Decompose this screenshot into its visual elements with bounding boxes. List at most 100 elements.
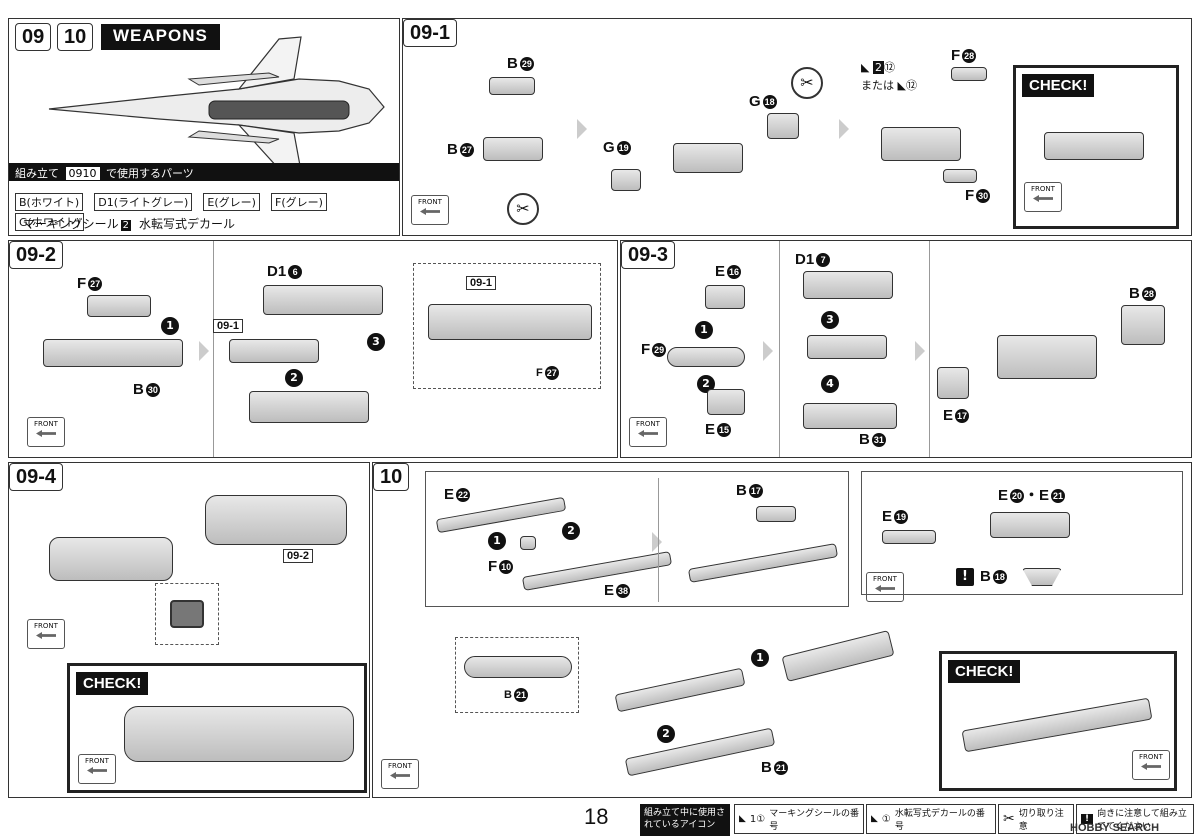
runner-e: E(グレー) [203, 193, 260, 211]
part-09-2-base [249, 391, 369, 423]
parts-caption: 組み立て 0910 で使用するパーツ [9, 163, 399, 181]
part-b29 [489, 77, 535, 95]
part-e19 [882, 530, 936, 544]
runner-list: B(ホワイト) D1(ライトグレー) E(グレー) F(グレー) G(ホワイト) [15, 191, 399, 231]
part-10-assembled [781, 630, 895, 682]
decal-icon-12: または ◣⑫ [861, 79, 917, 92]
check-box-09-4: CHECK! FRONT [67, 663, 367, 793]
part-09-4-rear [205, 495, 347, 545]
check-box-10: CHECK! FRONT [939, 651, 1177, 791]
arrow-next-5 [915, 341, 925, 361]
step-3-icon-09-3: 3 [821, 311, 839, 329]
front-indicator-check-09-1: FRONT [1024, 182, 1062, 212]
check-part-10 [961, 697, 1153, 753]
part-10-upper [614, 667, 746, 713]
part-09-4-front [49, 537, 173, 581]
runner-b: B(ホワイト) [15, 193, 84, 211]
caption-post: で使用するパーツ [106, 167, 194, 180]
front-indicator-10: FRONT [381, 759, 419, 789]
direction-icon: ! [1081, 814, 1094, 824]
icons-legend-title: 組み立て中に使用されているアイコン [640, 804, 730, 836]
step-10-text: 10 [64, 25, 87, 48]
part-09-1-ref [229, 339, 319, 363]
part-b31 [803, 403, 897, 429]
part-b17 [756, 506, 796, 522]
part-b30 [43, 339, 183, 367]
step-2-icon-10: 2 [562, 522, 580, 540]
step-2-icon: 2 [285, 369, 303, 387]
step-number-09-1: 09-1 [403, 19, 458, 47]
part-b28 [1121, 305, 1165, 345]
marking-seal-no: 2 [120, 220, 132, 231]
front-indicator-check-09-4: FRONT [78, 754, 116, 784]
decal-icon-label: ① [881, 813, 891, 825]
cut-caution-icon-2: ✂ [791, 67, 823, 99]
part-10-a-result [687, 543, 839, 583]
caption-steps: 0910 [65, 167, 100, 180]
label-09-1-ref: 09-1 [213, 319, 244, 333]
part-g18 [767, 113, 799, 139]
direction-desc: 向きに注意して組み立ててください [1097, 809, 1187, 832]
check-title: CHECK! [1022, 74, 1095, 97]
step-09-1-text: 09-1 [410, 21, 451, 44]
seal-icon-label: 1① [749, 813, 766, 825]
step-2-icon-09-3: 2 [697, 375, 715, 393]
divider-09-3-b [929, 241, 930, 457]
step-number-09-3: 09-3 [621, 241, 676, 269]
cut-icon: ✂ [1003, 811, 1015, 827]
runner-f: F(グレー) [271, 193, 327, 211]
panel-weapons-header: 09 10 WEAPONS 組み立て 0910 で使用するパーツ B(ホワイト)… [8, 18, 400, 236]
part-f29 [667, 347, 745, 367]
arrow-next-2 [839, 119, 849, 139]
step-1-icon-09-3: 1 [695, 321, 713, 339]
step-number-09-4: 09-4 [9, 463, 64, 491]
decal-desc: 水転写式デカールの番号 [894, 809, 985, 832]
part-f28 [951, 67, 987, 81]
step-1-icon-10: 1 [488, 532, 506, 550]
seal-icon: ◣ [739, 814, 746, 824]
part-09-1-assembled [881, 127, 961, 161]
part-e38 [521, 551, 673, 591]
label-09-1-detail: 09-1 [466, 276, 497, 290]
step-1-icon: 1 [161, 317, 179, 335]
part-d1-7 [803, 271, 893, 299]
check-box-09-1: CHECK! FRONT [1013, 65, 1179, 229]
decal-icon: ◣ [871, 814, 878, 824]
step-number-09-2: 09-2 [9, 241, 64, 269]
step-4-icon-09-3: 4 [821, 375, 839, 393]
front-indicator-09-1: FRONT [411, 195, 449, 225]
part-e15 [707, 389, 745, 415]
weapons-title: WEAPONS [101, 24, 220, 50]
front-indicator-09-4: FRONT [27, 619, 65, 649]
front-indicator-10-b: FRONT [866, 572, 904, 602]
cut-desc: 切り取り注意 [1018, 809, 1064, 832]
step-number-10-b: 10 [373, 463, 410, 491]
step-number-09: 09 [15, 23, 52, 51]
page-number: 18 [584, 804, 609, 829]
part-d1-6 [263, 285, 383, 315]
part-f30 [943, 169, 977, 183]
